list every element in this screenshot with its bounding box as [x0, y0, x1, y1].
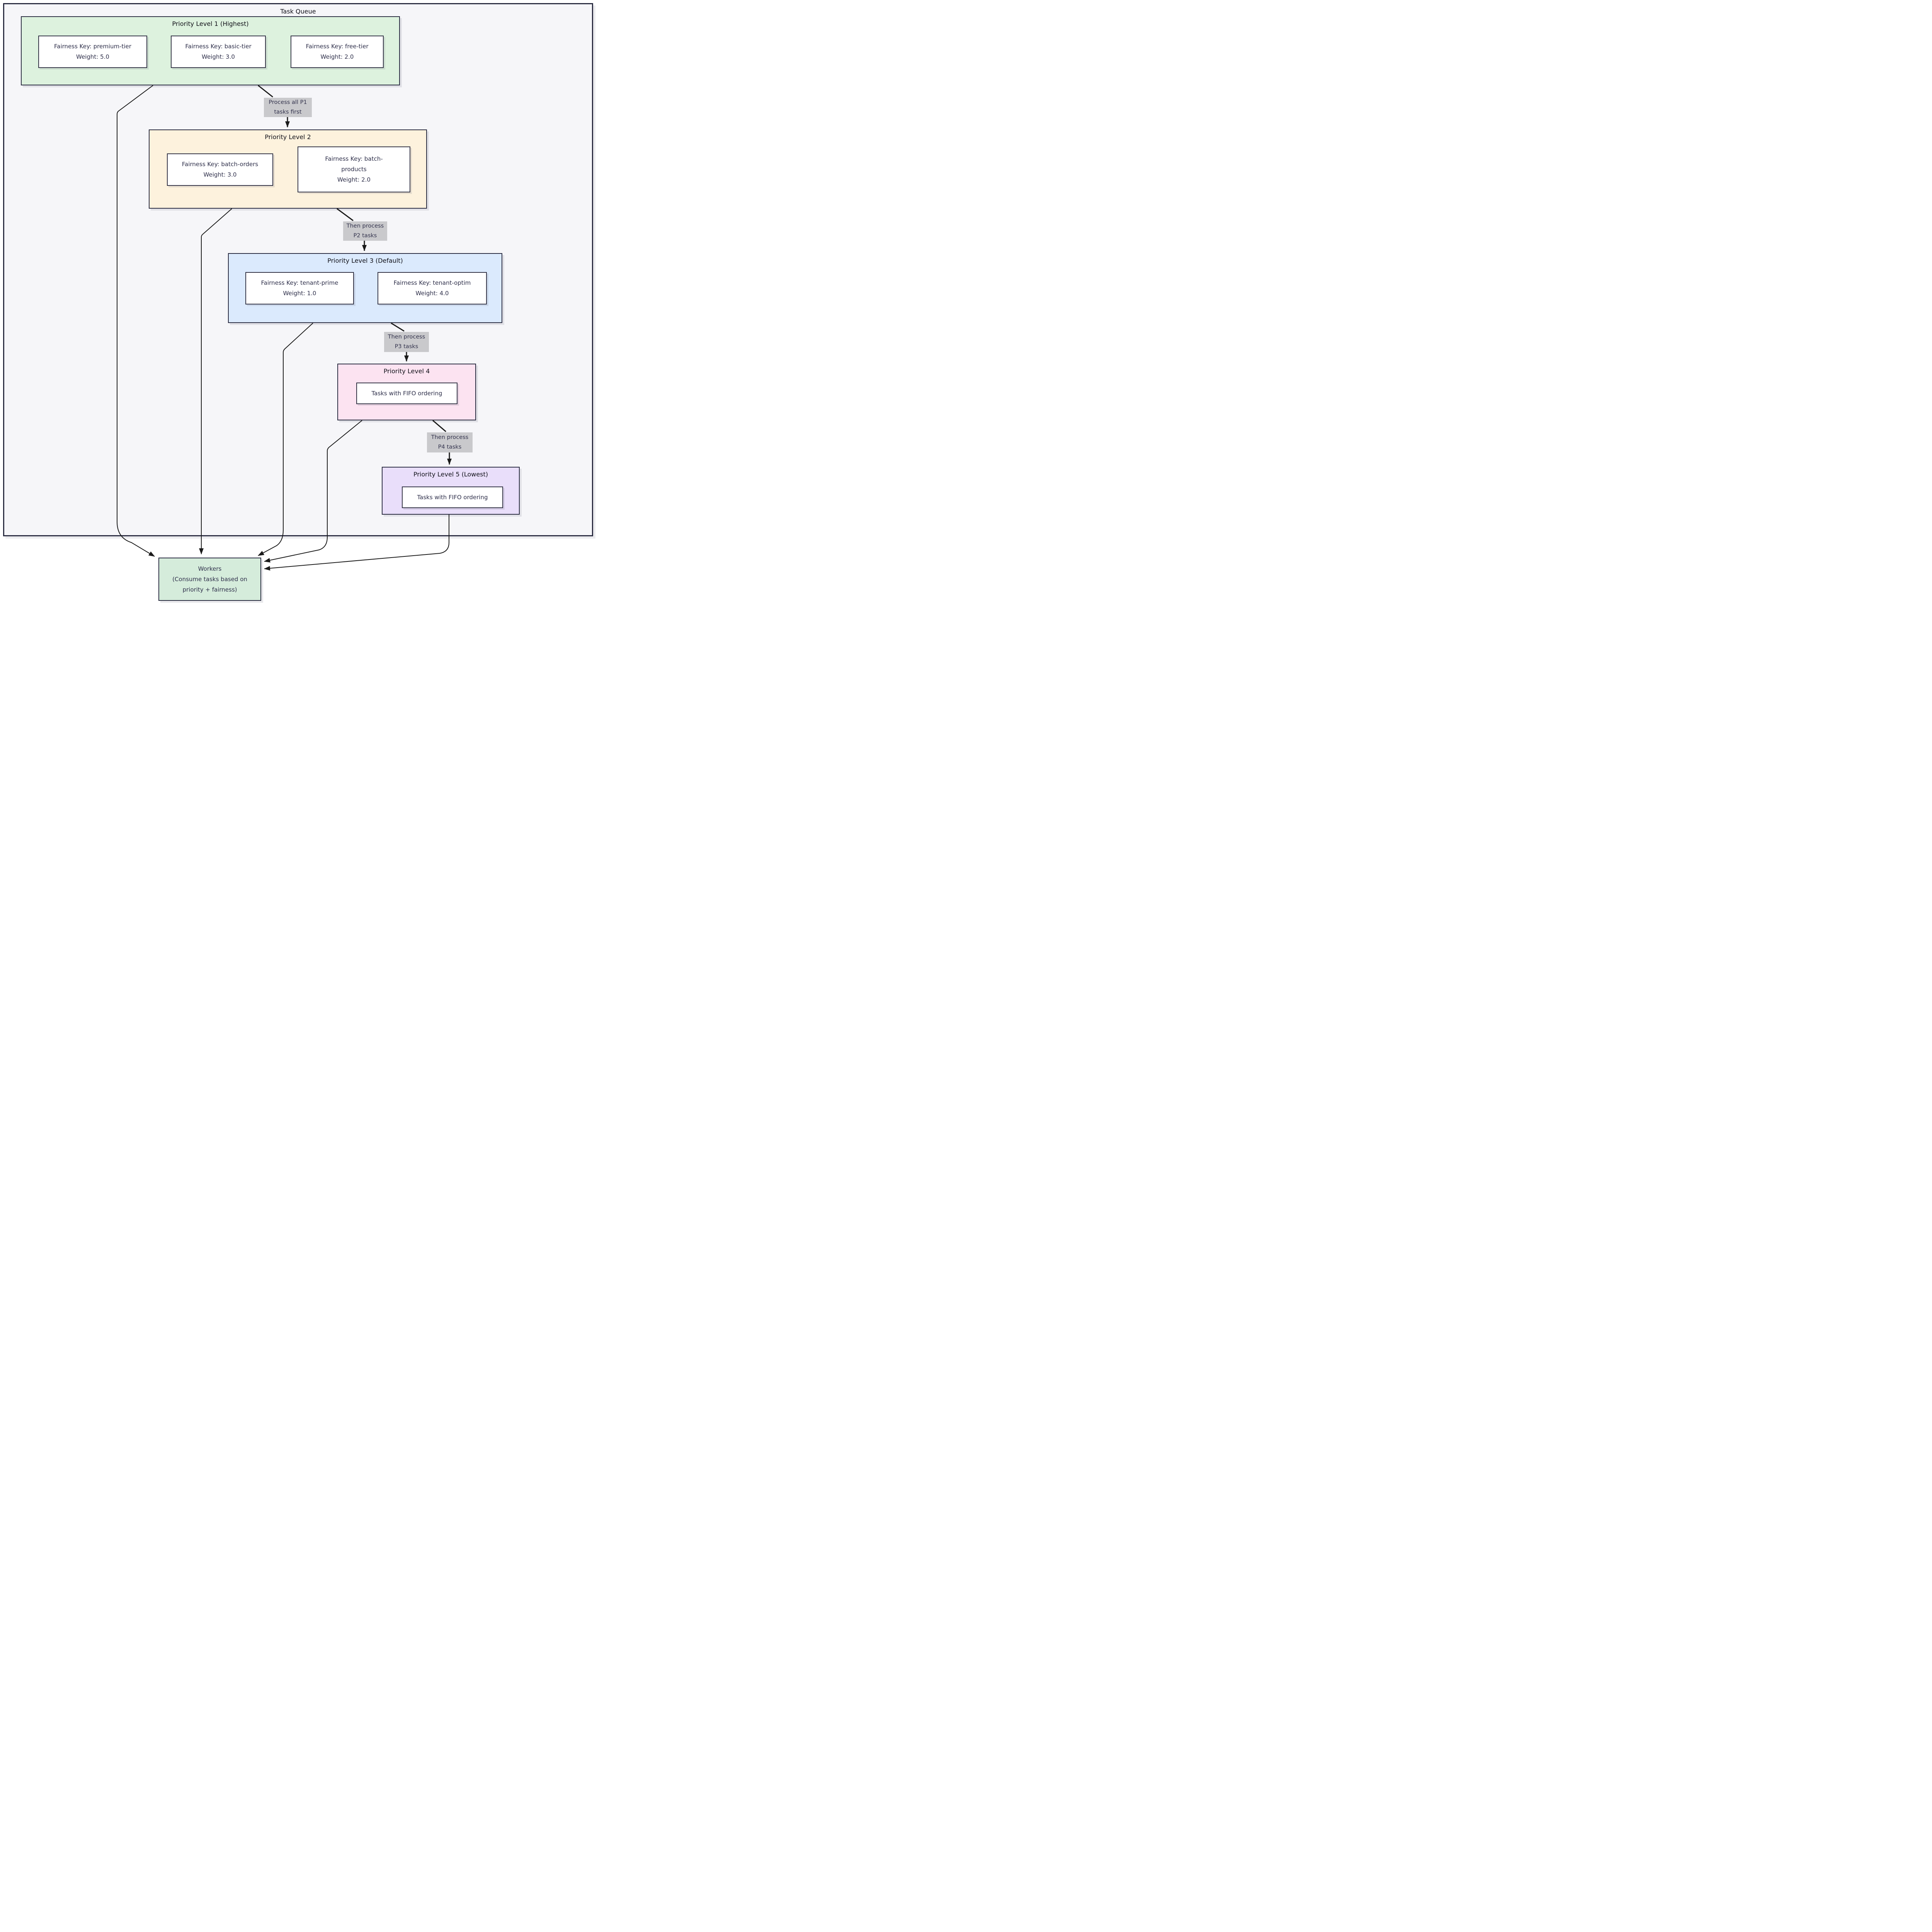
- fairness-node-batch-orders: Fairness Key: batch-orders Weight: 3.0: [167, 153, 273, 186]
- fifo-node-p5: Tasks with FIFO ordering: [402, 486, 503, 508]
- edge-label-then-process-p3: Then process P3 tasks: [384, 332, 429, 352]
- fairness-node-tenant-optim: Fairness Key: tenant-optim Weight: 4.0: [378, 272, 487, 304]
- node-text-line: Weight: 1.0: [283, 290, 316, 297]
- node-text-line: Fairness Key: basic-tier: [185, 43, 252, 50]
- flowchart-canvas: Task Queue Priority Level 1 (Highest) Fa…: [0, 0, 596, 604]
- edge-label-line: Then process: [346, 223, 384, 229]
- group-title: Priority Level 3 (Default): [327, 257, 403, 264]
- group-title: Priority Level 5 (Lowest): [413, 471, 488, 478]
- fairness-node-tenant-prime: Fairness Key: tenant-prime Weight: 1.0: [245, 272, 354, 304]
- edge-label-then-process-p4: Then process P4 tasks: [427, 432, 473, 452]
- edge-label-line: P4 tasks: [438, 444, 462, 450]
- node-text-line: Fairness Key: tenant-prime: [261, 279, 338, 286]
- node-text-line: Weight: 3.0: [202, 53, 235, 60]
- edge-label-line: Then process: [431, 434, 469, 440]
- workers-node: Workers (Consume tasks based on priority…: [158, 558, 261, 601]
- node-text-line: Fairness Key: batch-orders: [182, 161, 259, 168]
- edge-label-line: Process all P1: [269, 99, 307, 105]
- edge-label-then-process-p2: Then process P2 tasks: [343, 221, 387, 241]
- fairness-node-batch-products: Fairness Key: batch- products Weight: 2.…: [298, 146, 410, 192]
- node-text-line: Fairness Key: free-tier: [306, 43, 369, 50]
- fifo-node-p4: Tasks with FIFO ordering: [356, 383, 457, 404]
- node-text-line: Weight: 5.0: [76, 53, 109, 60]
- fairness-node-free-tier: Fairness Key: free-tier Weight: 2.0: [291, 36, 384, 68]
- node-text-line: Tasks with FIFO ordering: [417, 493, 488, 501]
- edge-label-line: P2 tasks: [353, 233, 377, 239]
- node-text-line: products: [341, 166, 367, 173]
- node-text-line: Weight: 2.0: [320, 53, 354, 60]
- group-priority-level-4: Priority Level 4 Tasks with FIFO orderin…: [337, 364, 476, 420]
- edge-label-line: Then process: [388, 334, 425, 340]
- group-priority-level-5: Priority Level 5 (Lowest) Tasks with FIF…: [382, 467, 520, 515]
- edge-label-line: P3 tasks: [395, 344, 418, 350]
- node-text-line: Fairness Key: tenant-optim: [393, 279, 471, 286]
- node-text-line: Weight: 2.0: [337, 176, 371, 183]
- workers-text-line: priority + fairness): [182, 586, 237, 593]
- group-priority-level-1: Priority Level 1 (Highest) Fairness Key:…: [21, 16, 400, 85]
- node-text-line: Weight: 4.0: [415, 290, 449, 297]
- group-priority-level-3: Priority Level 3 (Default) Fairness Key:…: [228, 253, 502, 323]
- node-text-line: Tasks with FIFO ordering: [371, 389, 442, 397]
- node-text-line: Fairness Key: premium-tier: [54, 43, 131, 50]
- node-text-line: Fairness Key: batch-: [325, 155, 383, 162]
- group-title: Priority Level 2: [265, 133, 311, 141]
- edge-label-line: tasks first: [274, 109, 302, 115]
- group-title: Priority Level 4: [383, 367, 430, 375]
- fairness-node-basic-tier: Fairness Key: basic-tier Weight: 3.0: [171, 36, 266, 68]
- group-title: Priority Level 1 (Highest): [172, 20, 249, 27]
- workers-text-line: Workers: [198, 565, 222, 572]
- container-title: Task Queue: [280, 8, 316, 15]
- fairness-node-premium-tier: Fairness Key: premium-tier Weight: 5.0: [38, 36, 147, 68]
- edge-label-process-all-p1: Process all P1 tasks first: [264, 98, 312, 117]
- node-text-line: Weight: 3.0: [203, 171, 237, 178]
- workers-text-line: (Consume tasks based on: [172, 575, 247, 583]
- group-priority-level-2: Priority Level 2 Fairness Key: batch-ord…: [149, 129, 427, 209]
